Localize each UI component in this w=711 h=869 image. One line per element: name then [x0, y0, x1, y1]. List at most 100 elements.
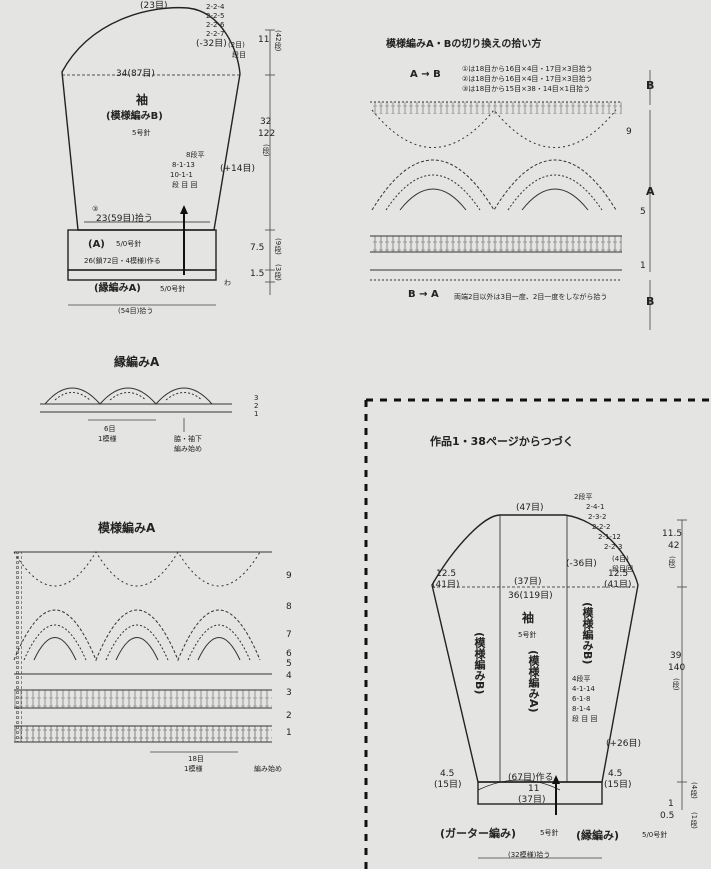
- sleeve1-height-cap-rows: (42段): [274, 30, 282, 52]
- sleeve2-cuff-right-rows: (15目): [604, 780, 632, 790]
- sleeve2-cap-rows2: 段目回: [612, 565, 633, 573]
- sleeve1-shape: [61, 6, 241, 281]
- patternA-row-2: 2: [286, 711, 292, 721]
- switching-note-3: ③は18目から15目×38・14目×1目拾う: [462, 85, 591, 93]
- patternA-row-5: 5: [286, 659, 292, 669]
- sleeve1-inc-head: 8段平: [186, 151, 205, 159]
- sleeve1-edge-height: 1.5: [250, 269, 265, 279]
- sleeve1-cap-rows2: (2目): [228, 41, 245, 49]
- sleeve1-inc-step-1: 8-1-13: [172, 161, 195, 169]
- patternA-repeat: 18目: [188, 755, 204, 763]
- sleeve2-pattern-a: (模様編みA): [527, 650, 540, 713]
- sleeve2-cap-step-1: 2-4-1: [586, 503, 605, 511]
- patternA-row-6: 6: [286, 649, 292, 659]
- sleeve1-band-rows: (9段): [274, 238, 282, 255]
- patternA-title: 模様編みA: [98, 521, 156, 535]
- sleeve1-inc-note: (+14目): [220, 164, 256, 174]
- separator-dashed: [364, 398, 711, 869]
- sleeve1-height-cap: 11: [258, 35, 270, 45]
- sleeve2-cuff-center3: (37目): [518, 795, 546, 805]
- sleeve2-cap-step-2: 2-3-2: [588, 513, 607, 521]
- edgingA-start2: 編み始め: [174, 445, 202, 453]
- sleeve1-cap-step-2: 2-2-5: [206, 12, 225, 20]
- sleeve1-circle3: ③: [92, 205, 99, 213]
- switching-row-1: 1: [640, 261, 646, 271]
- sleeve2-bottom-pickup: (32模様)拾う: [508, 851, 551, 859]
- sleeve2-cuff-left-rows: (15目): [434, 780, 462, 790]
- sleeve2-cuff-center: (67目)作る: [508, 773, 554, 783]
- switching-title: 模様編みA・Bの切り換えの拾い方: [386, 39, 542, 50]
- sleeve1-cap-dec: (-32目): [196, 39, 227, 49]
- sleeve2-inc-foot: 段 目 回: [572, 715, 598, 723]
- switching-label-a: A: [646, 185, 655, 198]
- sleeve1-edge-label: (縁編みA): [94, 283, 141, 294]
- patternA-start: 編み始め: [254, 765, 282, 773]
- sleeve2-inc-head: 4段平: [572, 675, 591, 683]
- sleeve2-cuff-right: 4.5: [608, 769, 623, 779]
- sleeve2-height-cap-unit: (段): [668, 556, 676, 569]
- switching-row-5: 5: [640, 207, 646, 217]
- edgingA-chart: [40, 387, 232, 413]
- switching-note-1: ①は18目から16目×4目・17目×3目拾う: [462, 65, 593, 73]
- sleeve2-cap-rows: (4目): [612, 555, 629, 563]
- sleeve2-cap-step-4: 2-1-12: [598, 533, 621, 541]
- switching-row-9: 9: [626, 127, 632, 137]
- switching-a-to-b: A → B: [410, 69, 441, 80]
- sleeve2-height-cap-rows: 42: [668, 541, 680, 551]
- sleeve2-side-right-rows: (41目): [604, 580, 632, 590]
- sleeve2-side-left-rows: (41目): [432, 580, 460, 590]
- sleeve2-cap-dec: (-36目): [566, 559, 597, 569]
- sleeve2-pattern-b-left: (模様編みB): [473, 632, 486, 695]
- sleeve1-pattern: (模様編みB): [106, 111, 163, 122]
- sleeve1-edge-needle: 5/0号針: [160, 285, 186, 293]
- patternA-chart: [13, 551, 272, 743]
- sleeve1-inc-step-2: 10-1-1: [170, 171, 193, 179]
- sleeve1-band-label: (A): [88, 239, 105, 250]
- sleeve1-bottom-pickup: (54目)拾う: [118, 307, 154, 315]
- patternA-row-4: 4: [286, 671, 292, 681]
- sleeve1-band-cast: 26(鎖72目・4模様)作る: [84, 257, 161, 265]
- sleeve1-needle: 5号針: [132, 129, 151, 137]
- sleeve1-top-width: (23目): [140, 1, 168, 11]
- patternA-row-7: 7: [286, 630, 292, 640]
- switching-note-2: ②は18目から16目×4目・17目×3目拾う: [462, 75, 593, 83]
- edgingA-repeat2: 1模様: [98, 435, 117, 443]
- sleeve1-cap-step-1: 2-2-4: [206, 3, 225, 11]
- sleeve2-cuff-center2: 11: [528, 784, 540, 794]
- edgingA-start: 脇・袖下: [174, 435, 202, 443]
- sleeve2-height-cap: 11.5: [662, 529, 683, 539]
- edgingA-row-1: 1: [254, 410, 259, 418]
- sleeve1-inc-foot: 段 目 回: [172, 181, 198, 189]
- sleeve2-cuff-h2: 0.5: [660, 811, 675, 821]
- switching-b-to-a: B → A: [408, 289, 439, 300]
- sleeve2-garter-needle: 5号針: [540, 829, 559, 837]
- sleeve2-side-right: 12.5: [608, 569, 629, 579]
- switching-chart: [370, 101, 622, 281]
- patternA-repeat2: 1模様: [184, 765, 203, 773]
- sleeve2-needle: 5号針: [518, 631, 537, 639]
- patternA-row-1: 1: [286, 728, 292, 738]
- sleeve2-cuff-rows2: (1段): [690, 812, 698, 829]
- sleeve1-height-body-rows: 122: [258, 129, 276, 139]
- sleeve1-cap-step-4: 2-2-7: [206, 30, 225, 38]
- patternA-row-3: 3: [286, 688, 292, 698]
- switching-label-b-top: B: [646, 79, 655, 92]
- sleeve1-title: 袖: [136, 93, 149, 107]
- sleeve1-cap-rows: 段目: [232, 51, 246, 59]
- sleeve2-width: 36(119目): [508, 591, 553, 601]
- sleeve2-height-body-rows: 140: [668, 663, 686, 673]
- sleeve1-band-height: 7.5: [250, 243, 265, 253]
- sleeve2-garter: (ガーター編み): [440, 827, 517, 840]
- edgingA-row-3: 3: [254, 394, 259, 402]
- sleeve2-cuff-left: 4.5: [440, 769, 455, 779]
- sleeve1-height-body: 32: [260, 117, 272, 127]
- sleeve1-wa: わ: [224, 279, 231, 287]
- sleeve2-shape: [431, 514, 639, 805]
- sleeve2-height-body-unit: (段): [672, 678, 680, 691]
- sleeve2-center: (37目): [514, 577, 542, 587]
- sleeve2-cap-step-5: 2-2-3: [604, 543, 623, 551]
- sleeve2-edge: (縁編み): [576, 829, 620, 842]
- sleeve2-cuff-rows1: (4段): [690, 782, 698, 799]
